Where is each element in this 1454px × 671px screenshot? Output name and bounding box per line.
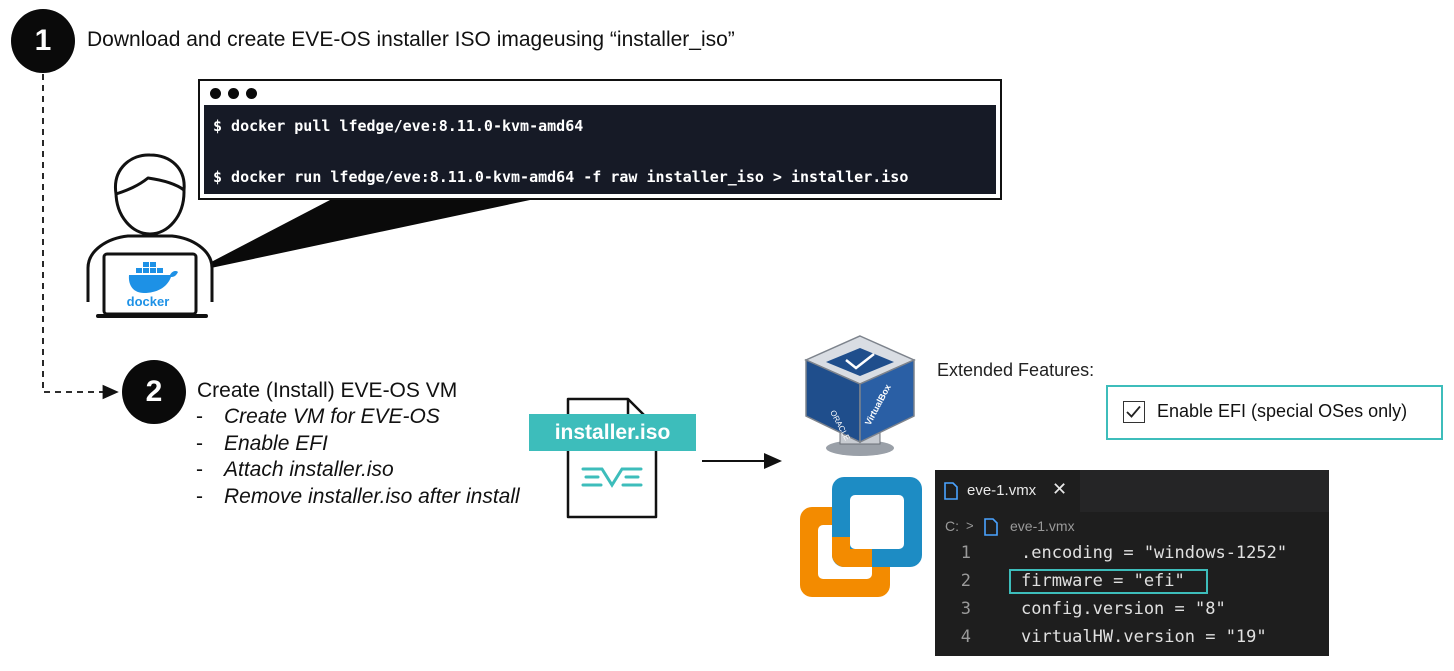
code-line: 2 firmware = "efi"	[935, 568, 1329, 596]
list-item: -Create VM for EVE-OS	[196, 405, 440, 428]
list-item: -Enable EFI	[196, 431, 328, 455]
code-editor: eve-1.vmx ✕ C: > eve-1.vmx 1 .encoding =…	[935, 470, 1329, 656]
efi-option-highlight: Enable EFI (special OSes only)	[1106, 385, 1443, 440]
vmware-workstation-icon	[800, 477, 922, 597]
breadcrumb-drive[interactable]: C:	[945, 518, 959, 534]
step-2-bullets: -Create VM for EVE-OS -Enable EFI -Attac…	[196, 404, 520, 510]
terminal-command: $ docker pull lfedge/eve:8.11.0-kvm-amd6…	[213, 117, 584, 135]
step-2-badge: 2	[122, 360, 186, 424]
terminal-command: $ docker run lfedge/eve:8.11.0-kvm-amd64…	[213, 168, 909, 186]
line-number: 4	[960, 627, 971, 647]
tab-strip	[1080, 470, 1329, 512]
editor-tab[interactable]: eve-1.vmx ✕	[935, 470, 1081, 512]
breadcrumb-file[interactable]: eve-1.vmx	[1010, 518, 1075, 534]
line-number: 3	[960, 599, 971, 619]
docker-logo-text: docker	[126, 294, 170, 309]
efi-checkbox[interactable]	[1123, 401, 1145, 423]
code-line: 1 .encoding = "windows-1252"	[935, 540, 1329, 568]
code-text: config.version = "8"	[1021, 599, 1226, 619]
efi-checkbox-label: Enable EFI (special OSes only)	[1157, 401, 1408, 421]
file-icon	[944, 482, 958, 500]
step-1-badge: 1	[11, 9, 75, 73]
list-item: -Attach installer.iso	[196, 458, 394, 481]
editor-tab-label: eve-1.vmx	[967, 482, 1037, 499]
extended-features-label: Extended Features:	[937, 360, 1095, 380]
line-number: 2	[960, 571, 971, 591]
checkmark-icon	[1126, 405, 1141, 418]
speech-tail	[192, 200, 530, 272]
window-dots	[210, 88, 257, 99]
close-icon[interactable]: ✕	[1052, 479, 1068, 499]
iso-file-label: installer.iso	[529, 414, 696, 451]
code-text: virtualHW.version = "19"	[1021, 627, 1267, 647]
eve-logo-icon	[581, 467, 643, 488]
code-text: .encoding = "windows-1252"	[1021, 543, 1288, 563]
terminal-body: $ docker pull lfedge/eve:8.11.0-kvm-amd6…	[204, 105, 996, 194]
terminal-window: $ docker pull lfedge/eve:8.11.0-kvm-amd6…	[198, 79, 1002, 200]
chevron-right-icon: >	[966, 518, 974, 533]
line-number: 1	[960, 543, 971, 563]
file-icon	[984, 518, 998, 536]
firmware-line-highlight	[1009, 569, 1208, 594]
person-with-laptop-icon	[86, 153, 214, 318]
code-line: 4 virtualHW.version = "19"	[935, 624, 1329, 652]
code-text: firmware = "efi"	[1021, 571, 1185, 591]
list-item: -Remove installer.iso after install	[196, 484, 520, 508]
virtualbox-cube-icon: ORACLE VirtualBox	[804, 335, 916, 456]
step-1-title: Download and create EVE-OS installer ISO…	[87, 28, 735, 51]
docker-whale-icon	[128, 262, 178, 293]
code-line: 3 config.version = "8"	[935, 596, 1329, 624]
dashed-connector	[42, 74, 119, 400]
step-2-title: Create (Install) EVE-OS VM	[197, 379, 458, 402]
